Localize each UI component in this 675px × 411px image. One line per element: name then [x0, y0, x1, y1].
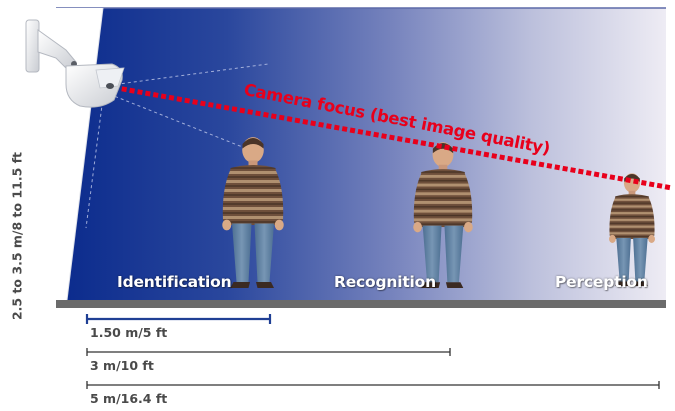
distance-label-5m: 5 m/16.4 ft: [90, 391, 168, 406]
distance-bar-5m: [86, 381, 660, 389]
distance-label-3m: 3 m/10 ft: [90, 358, 154, 373]
distance-bar-1-5m: [85, 314, 272, 324]
distance-label-1-5m: 1.50 m/5 ft: [90, 325, 168, 340]
zone-label-identification: Identification: [117, 273, 232, 291]
mount-height-label: 2.5 to 3.5 m/8 to 11.5 ft: [9, 151, 25, 321]
zone-label-recognition: Recognition: [334, 273, 436, 291]
wall-mounted-camera-icon: [25, 19, 125, 108]
field-of-view-lines: [85, 63, 269, 229]
distance-bar-3m: [86, 348, 451, 356]
room-background: [56, 7, 666, 308]
zone-label-perception: Perception: [555, 273, 648, 291]
